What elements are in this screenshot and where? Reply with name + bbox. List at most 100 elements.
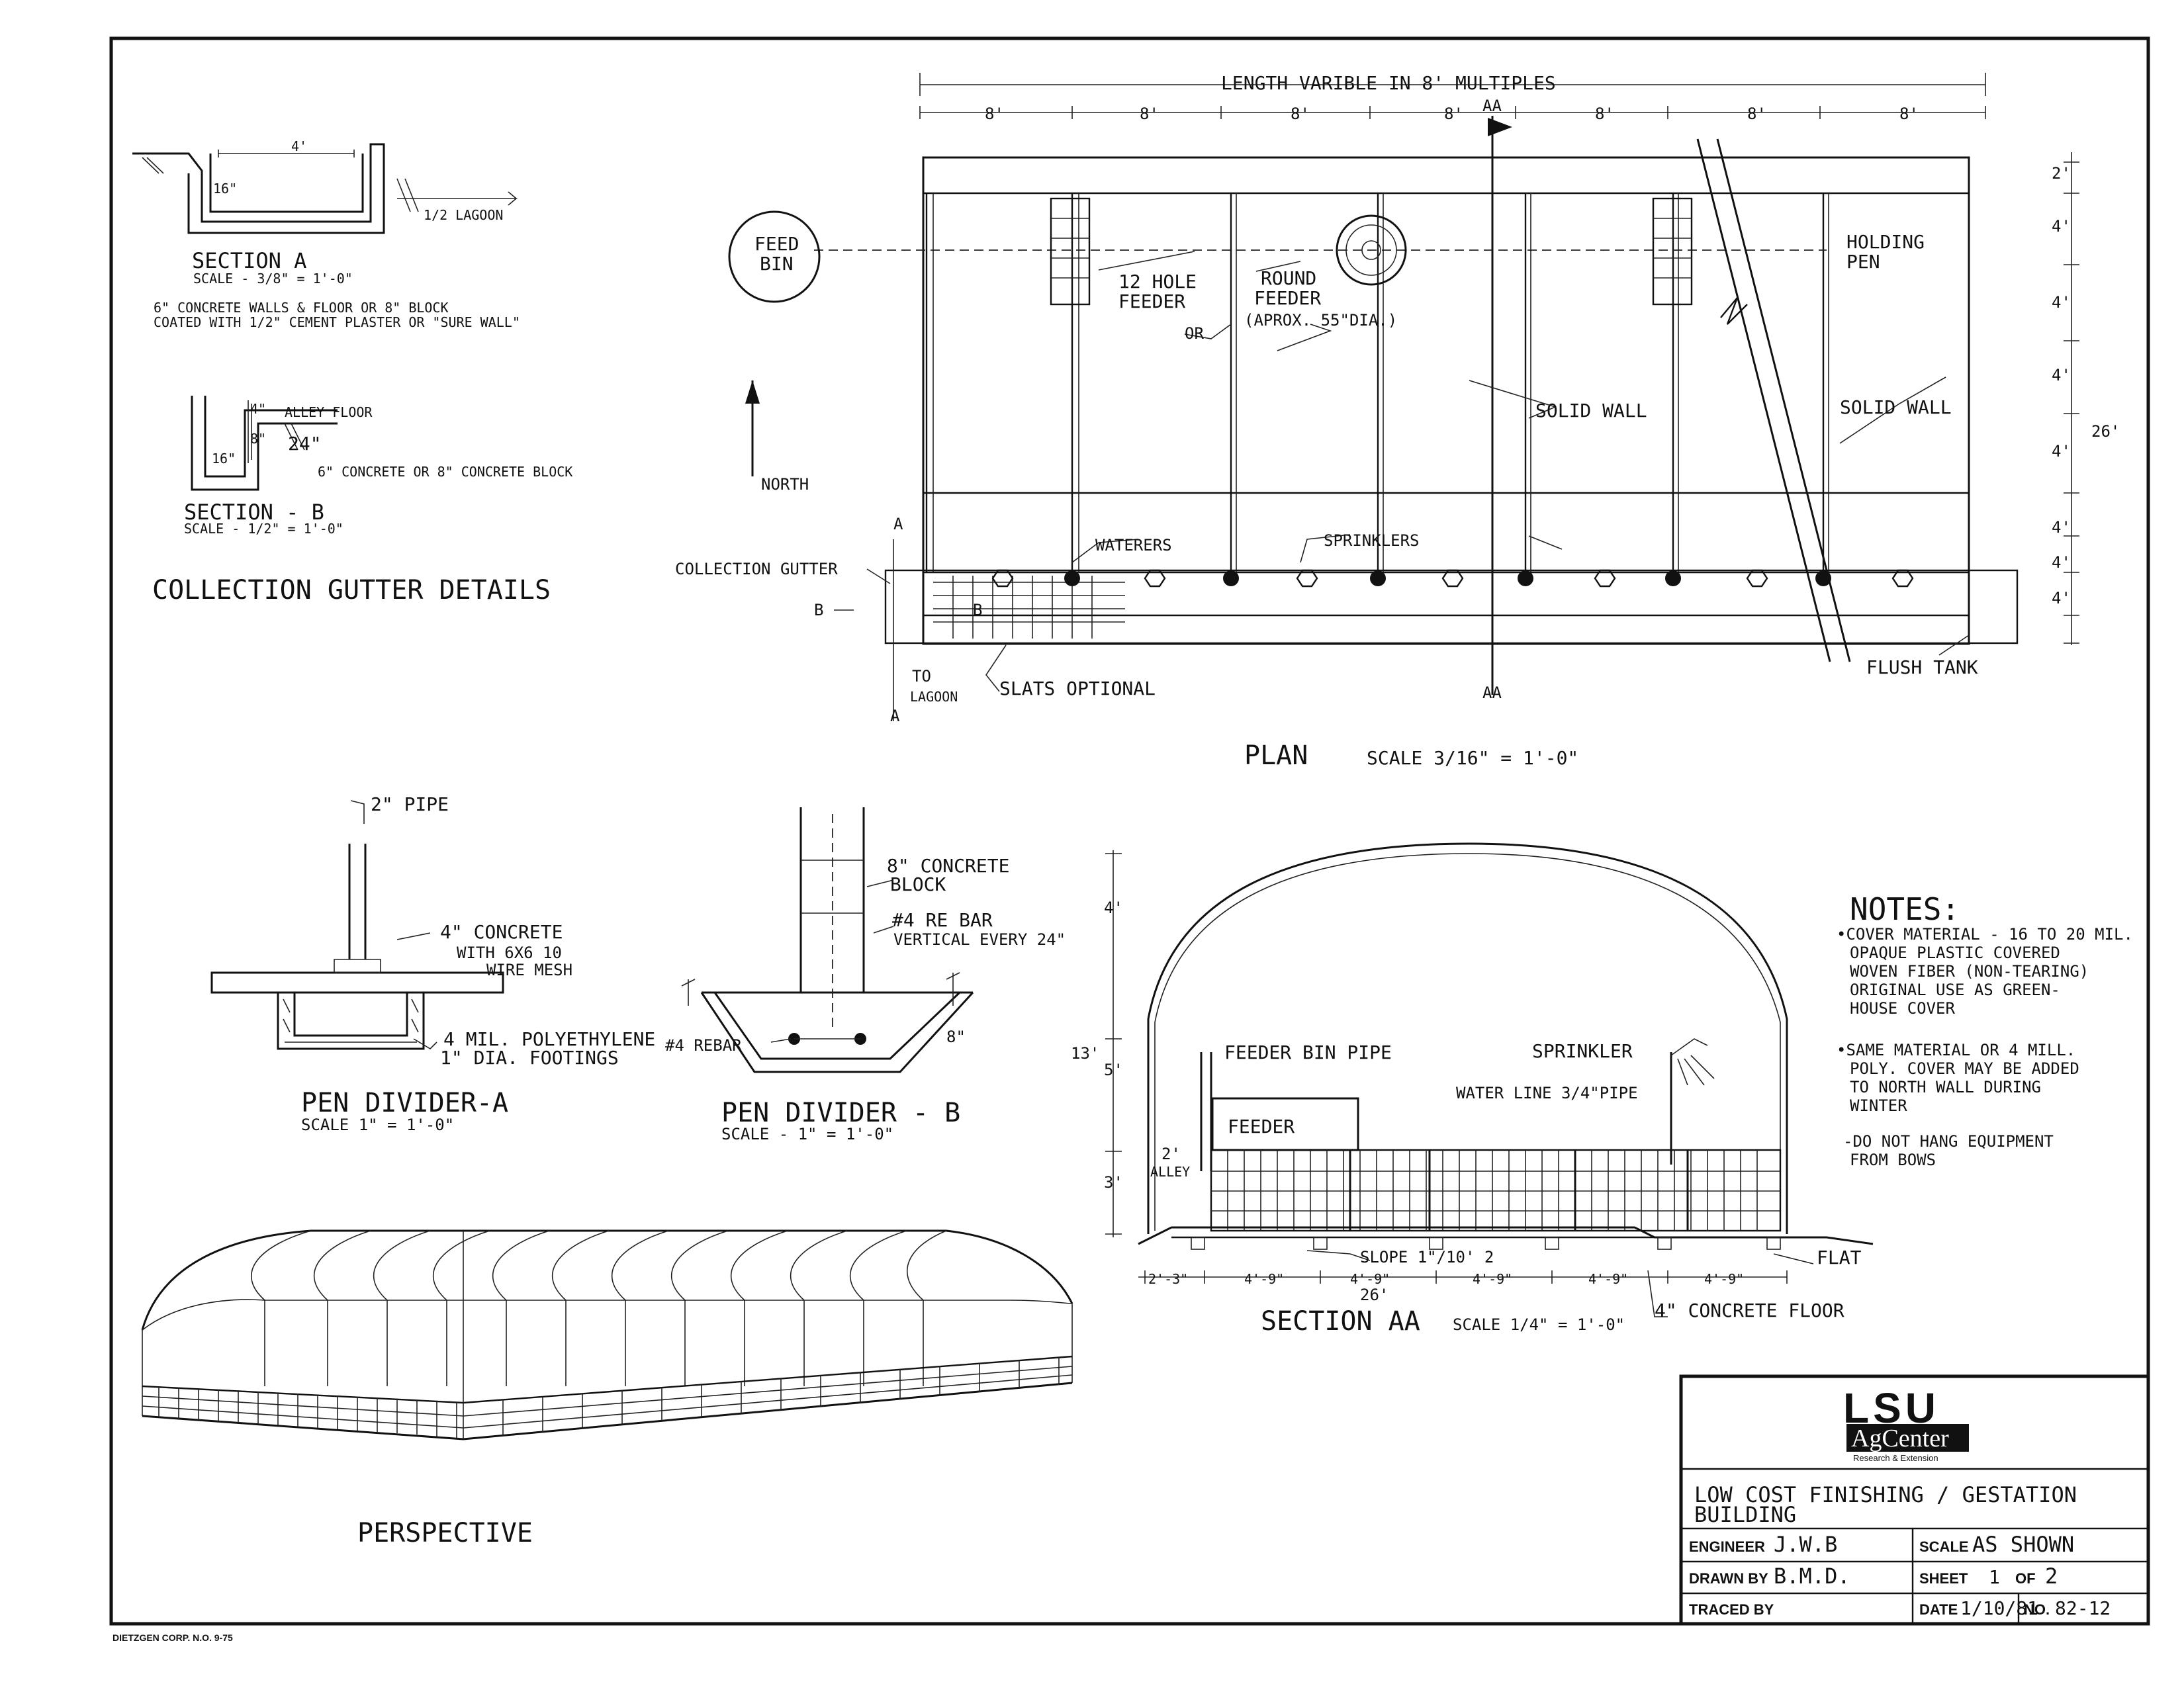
notes-line-4: ORIGINAL USE AS GREEN- (1850, 981, 2060, 999)
round-feeder-1: ROUND (1261, 267, 1316, 289)
plan-bay-dim-2: 8' (1140, 105, 1159, 123)
engineer-label: ENGINEER (1689, 1538, 1765, 1555)
of-value: 2 (2045, 1564, 2058, 1589)
section-a-dim-width: 4' (291, 138, 307, 154)
notes-line-7: POLY. COVER MAY BE ADDED (1850, 1059, 2079, 1078)
plan-side-dim-8: 4' (2052, 589, 2071, 607)
plan-drawing (728, 73, 2079, 721)
logo-tagline: Research & Extension (1853, 1453, 1938, 1463)
pen-a-footings: 1" DIA. FOOTINGS (440, 1047, 619, 1069)
section-a-title: SECTION A (192, 248, 306, 273)
section-a-lagoon: 1/2 LAGOON (424, 207, 503, 223)
title-block (1679, 1374, 2150, 1626)
sheet-label: SHEET (1919, 1570, 1968, 1587)
feeder-label: FEEDER (1228, 1116, 1295, 1137)
footer-text: DIETZGEN CORP. N.O. 9-75 (113, 1632, 233, 1643)
plan-side-dim-6: 4' (2052, 518, 2071, 537)
section-mark-aa-bottom: AA (1482, 684, 1502, 702)
date-label: DATE (1919, 1601, 1958, 1618)
round-feeder-2: FEEDER (1254, 287, 1321, 309)
plan-side-dim-4: 4' (2052, 366, 2071, 384)
alley-floor-label: ALLEY FLOOR (285, 404, 373, 420)
drawing-no-label: NO. (2024, 1601, 2050, 1618)
slats-optional-label: SLATS OPTIONAL (999, 678, 1156, 699)
section-aa-dim-4: 4' (1104, 899, 1123, 917)
alley-label: ALLEY (1150, 1164, 1190, 1180)
pen-b-rebar-2: VERTICAL EVERY 24" (893, 930, 1066, 949)
sprinkler-label: SPRINKLER (1532, 1040, 1633, 1062)
notes-line-3: WOVEN FIBER (NON-TEARING) (1850, 962, 2089, 981)
section-aa-dim-13: 13' (1071, 1044, 1099, 1063)
plan-bay-dim-4: 8' (1444, 105, 1463, 123)
flush-tank-label: FLUSH TANK (1866, 656, 1978, 678)
collection-gutter-details-title: COLLECTION GUTTER DETAILS (152, 575, 551, 605)
aa-width-dim: 26' (1360, 1286, 1388, 1304)
holding-pen-1: HOLDING (1846, 231, 1925, 253)
flat-label: FLAT (1817, 1247, 1862, 1268)
plan-bay-dim-1: 8' (985, 105, 1004, 123)
feed-bin-label-1: FEED (754, 233, 799, 255)
section-b-dim-2: 8" (250, 431, 266, 447)
pen-b-block-2: BLOCK (890, 873, 946, 895)
section-aa-dim-3: 3' (1104, 1173, 1123, 1192)
pen-a-pipe: 2" PIPE (371, 793, 449, 815)
pen-a-scale: SCALE 1" = 1'-0" (301, 1116, 454, 1134)
section-aa-title: SECTION AA (1261, 1306, 1420, 1337)
date-value: 1/10/81 (1960, 1597, 2038, 1619)
section-b-dim-3: 16" (212, 451, 236, 466)
pen-b-scale: SCALE - 1" = 1'-0" (721, 1125, 893, 1143)
solid-wall-label-2: SOLID WALL (1840, 396, 1952, 418)
plan-bay-dim-5: 8' (1595, 105, 1614, 123)
drawn-by-label: DRAWN BY (1689, 1570, 1768, 1587)
sheet-border (109, 36, 2150, 1626)
plan-bay-dim-3: 8' (1291, 105, 1310, 123)
pen-a-title: PEN DIVIDER-A (301, 1088, 508, 1118)
collection-gutter-label: COLLECTION GUTTER (675, 560, 838, 578)
waterers-label: WATERERS (1095, 536, 1172, 554)
to-lagoon-1: TO (912, 667, 931, 686)
slope-label: SLOPE 1"/10' 2 (1360, 1248, 1494, 1266)
round-feeder-3: (APROX. 55"DIA.) (1244, 311, 1397, 330)
to-lagoon-2: LAGOON (910, 689, 958, 705)
section-aa-dim-5: 5' (1104, 1061, 1123, 1079)
notes-line-2: OPAQUE PLASTIC COVERED (1850, 944, 2060, 962)
section-aa-scale: SCALE 1/4" = 1'-0" (1453, 1315, 1625, 1334)
section-aa-drawing (1105, 842, 1874, 1317)
aa-bottom-dim-3: 4'-9" (1350, 1271, 1390, 1287)
plan-bay-dim-7: 8' (1899, 105, 1919, 123)
feeder-bin-pipe-label: FEEDER BIN PIPE (1224, 1041, 1392, 1063)
section-a-drawing (132, 143, 518, 234)
plan-scale: SCALE 3/16" = 1'-0" (1367, 747, 1578, 769)
water-line-label: WATER LINE 3/4"PIPE (1456, 1084, 1638, 1102)
pen-b-title: PEN DIVIDER - B (721, 1098, 960, 1128)
feed-bin-label-2: BIN (760, 253, 794, 275)
section-mark-a-top: A (893, 515, 903, 533)
section-a-scale: SCALE - 3/8" = 1'-0" (193, 271, 353, 287)
section-b-dim-1: 4" (250, 401, 266, 417)
project-title-2: BUILDING (1694, 1502, 1796, 1527)
pen-a-concrete-3: WIRE MESH (486, 961, 572, 979)
notes-line-1: •COVER MATERIAL - 16 TO 20 MIL. (1837, 925, 2133, 944)
perspective-drawing (141, 1229, 1073, 1440)
aa-bottom-dim-6: 4'-9" (1704, 1271, 1744, 1287)
plan-side-dim-1: 2' (2052, 164, 2071, 183)
pen-divider-a-drawing (210, 800, 504, 1050)
plan-title: PLAN (1244, 740, 1308, 771)
section-mark-b-right: B (973, 601, 982, 619)
feeder-or-label: OR (1185, 324, 1204, 343)
notes-line-11: FROM BOWS (1850, 1151, 1936, 1169)
aa-bottom-dim-2: 4'-9" (1244, 1271, 1284, 1287)
section-mark-b-left: B (814, 601, 823, 619)
aa-bottom-dim-1: 2'-3" (1148, 1271, 1188, 1287)
scale-value: AS SHOWN (1972, 1532, 2074, 1557)
alley-dim-label: 2' (1161, 1145, 1181, 1163)
section-mark-a-bottom: A (890, 707, 900, 725)
drawn-by-value: B.M.D. (1774, 1564, 1850, 1589)
plan-bay-dim-6: 8' (1747, 105, 1766, 123)
plan-length-label: LENGTH VARIBLE IN 8' MULTIPLES (1221, 72, 1556, 94)
pen-a-poly: 4 MIL. POLYETHYLENE (443, 1028, 655, 1050)
holding-pen-2: PEN (1846, 251, 1880, 273)
pen-b-rebar-1: #4 RE BAR (892, 909, 993, 931)
plan-side-dim-5: 4' (2052, 442, 2071, 461)
